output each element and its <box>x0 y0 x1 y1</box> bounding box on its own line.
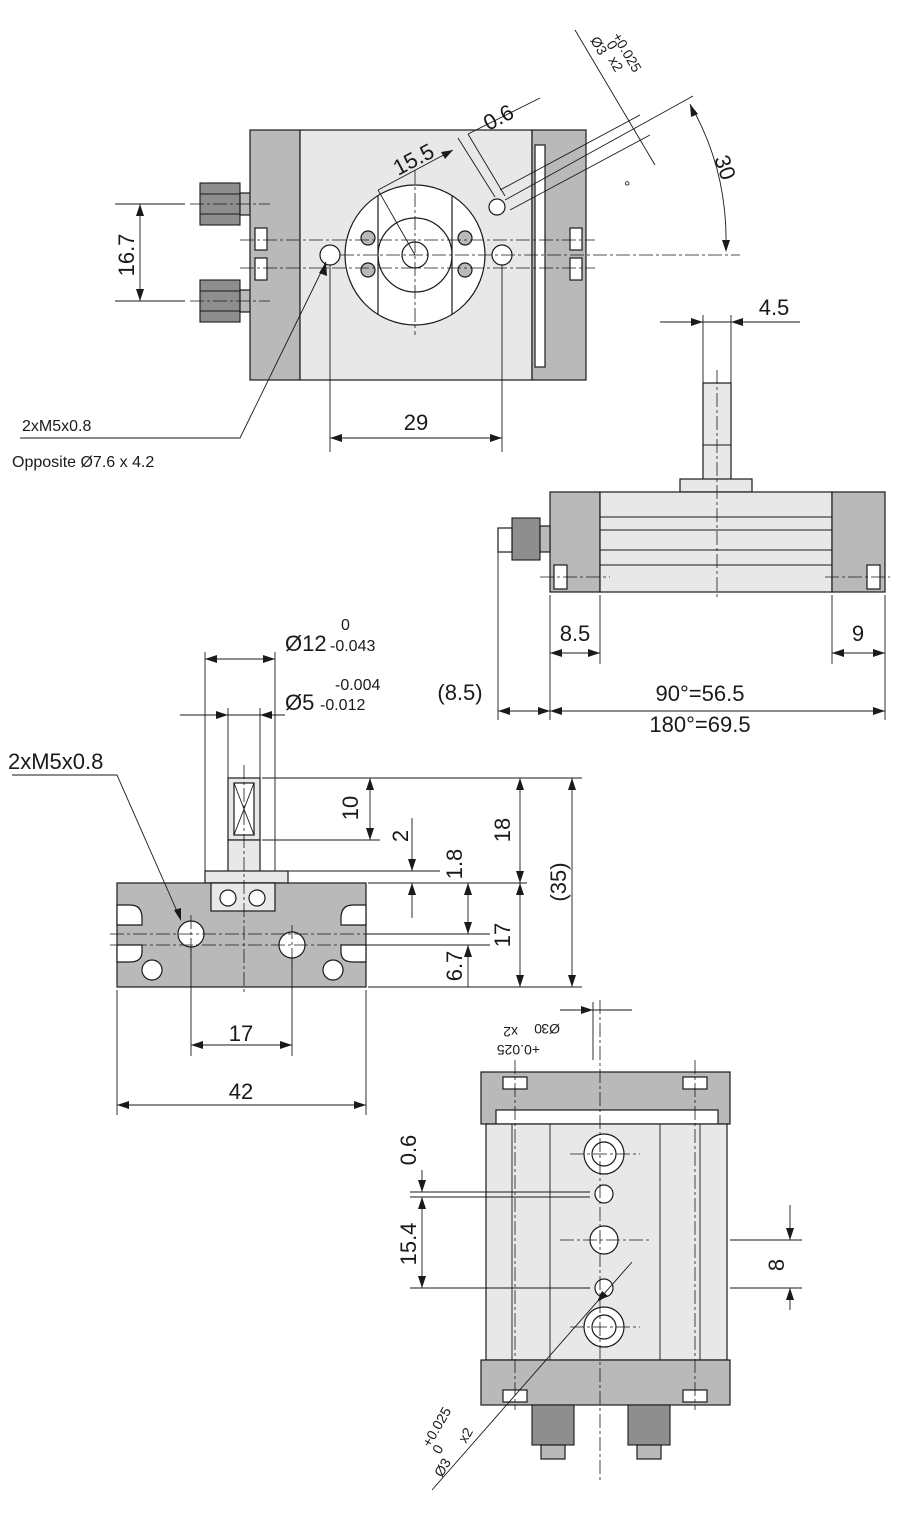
bottom-fitting-right <box>627 1404 671 1446</box>
bottom-pin-bottom-qty: x2 <box>455 1425 476 1446</box>
dim-shaft-dia-tol-lower: -0.043 <box>330 638 375 655</box>
dim-key-dia-tol-upper: -0.004 <box>335 677 380 694</box>
dim-shaft-dia-tol-upper: 0 <box>341 617 350 634</box>
dim-key-dia: Ø5 <box>285 690 314 715</box>
front-flange <box>204 870 289 884</box>
bottom-pin-top-tol-upper: +0.025 <box>497 1042 540 1058</box>
dim-port-height: 6.7 <box>442 951 467 982</box>
dim-slot-bottom: 0.6 <box>396 1135 421 1166</box>
dim-step: 2 <box>388 830 413 842</box>
top-left-endcap <box>249 129 301 381</box>
bottom-view: Ø3 +0.025 0 x2 0.6 15.4 8 Ø3 +0.025 0 x2 <box>396 1000 802 1491</box>
dim-right-cap: 9 <box>852 621 864 646</box>
dim-length-180: 180°=69.5 <box>649 712 750 737</box>
bottom-pin-top-tol-lower: 0 <box>534 1021 542 1037</box>
bottom-pin-bottom-tol-upper: +0.025 <box>419 1404 455 1450</box>
dim-shaft-dia: Ø12 <box>285 631 327 656</box>
side-fitting-nut <box>511 517 541 561</box>
dim-flange: 1.8 <box>442 849 467 880</box>
top-left-slot-2 <box>254 257 268 281</box>
dim-angle: 30 <box>709 152 741 184</box>
dim-key-dia-tol-lower: -0.012 <box>320 697 365 714</box>
top-right-slot-1 <box>569 227 583 251</box>
bottom-pin-top-qty: x2 <box>503 1024 518 1040</box>
port-callout-top: 2xM5x0.8 <box>22 418 91 435</box>
top-view: 16.7 29 2xM5x0.8 Opposite Ø7.6 x 4.2 15.… <box>12 30 741 472</box>
dim-offset: 8 <box>764 1259 789 1271</box>
dim-angle-unit: ° <box>624 179 630 196</box>
dim-hole-spacing: 16.7 <box>114 234 139 277</box>
dim-fitting: (8.5) <box>437 680 482 705</box>
dim-left-cap: 8.5 <box>560 621 591 646</box>
dim-port-pitch-front: 17 <box>229 1021 253 1046</box>
bottom-pin-bottom-tol-lower: 0 <box>429 1442 447 1457</box>
side-flange <box>679 478 753 493</box>
dim-body-height: 17 <box>490 923 515 947</box>
top-port-left <box>319 244 341 266</box>
top-pin-qty: x2 <box>605 54 626 75</box>
dim-flat-length: 10 <box>338 796 363 820</box>
dim-port-pitch-top: 29 <box>404 410 428 435</box>
dim-pin-spacing: 15.4 <box>396 1223 421 1266</box>
dim-shaft-length: 18 <box>490 818 515 842</box>
dim-overall-height: (35) <box>546 862 571 901</box>
bottom-pin-top-dia: Ø3 <box>541 1021 560 1037</box>
top-pin-hole <box>488 198 506 216</box>
front-view: Ø12 0 -0.043 Ø5 -0.004 -0.012 2xM5x0.8 1… <box>8 617 582 1115</box>
side-view: 4.5 8.5 9 (8.5) 90°=56.5 180°=69.5 <box>437 295 890 737</box>
top-right-gap <box>534 144 546 368</box>
dim-shaft-offset: 4.5 <box>759 295 790 320</box>
port-callout-top-2: Opposite Ø7.6 x 4.2 <box>12 454 154 471</box>
bottom-fitting-left <box>531 1404 575 1446</box>
dim-length-90: 90°=56.5 <box>656 681 745 706</box>
dim-body-width: 42 <box>229 1079 253 1104</box>
top-right-slot-2 <box>569 257 583 281</box>
port-callout-front: 2xM5x0.8 <box>8 749 103 774</box>
bottom-pin-bottom-dia: Ø3 <box>431 1455 454 1479</box>
side-body <box>599 491 833 593</box>
top-left-slot-1 <box>254 227 268 251</box>
